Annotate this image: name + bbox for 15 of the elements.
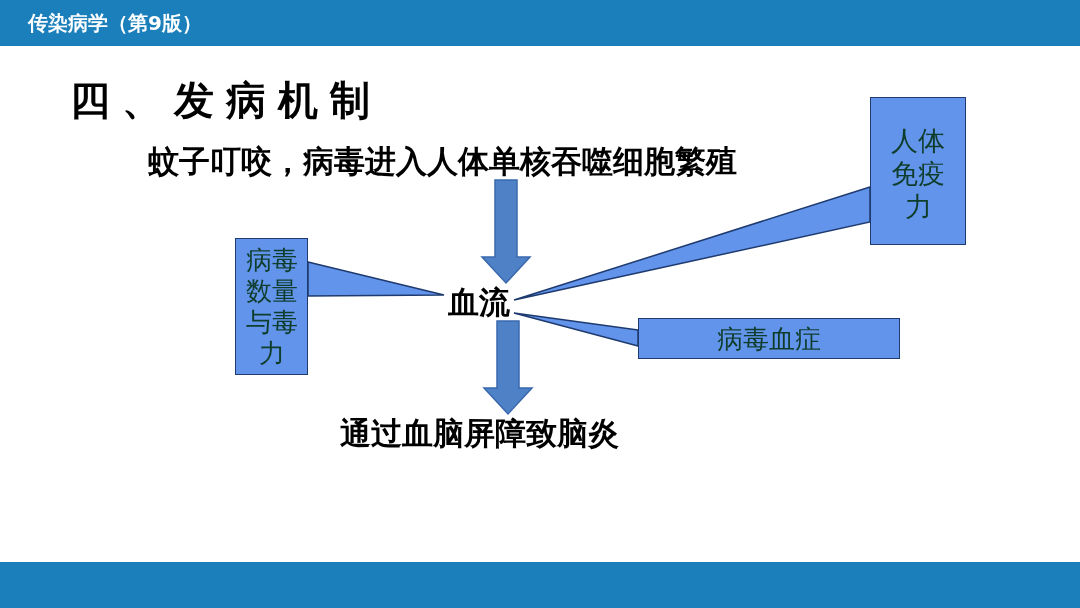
course-title: 传染病学（第9版） — [28, 10, 202, 36]
callout-box — [870, 97, 966, 245]
block-arrow — [482, 320, 534, 416]
callout-text: 病毒血症 — [717, 322, 821, 355]
callout-text: 人体免疫力 — [890, 124, 946, 223]
callout-box — [235, 238, 308, 375]
step-text: 血流 — [444, 283, 514, 321]
callout-pointer — [513, 312, 639, 347]
step-text: 通过血脑屏障致脑炎 — [340, 414, 619, 452]
block-arrow — [480, 179, 532, 285]
callout-text: 病毒数量与毒力 — [244, 244, 299, 369]
slide-heading: 四、发病机制 — [70, 76, 382, 125]
callout-pointer — [513, 185, 871, 301]
step-text: 蚊子叮咬，病毒进入人体单核吞噬细胞繁殖 — [148, 142, 737, 180]
callout-pointer — [307, 261, 445, 297]
